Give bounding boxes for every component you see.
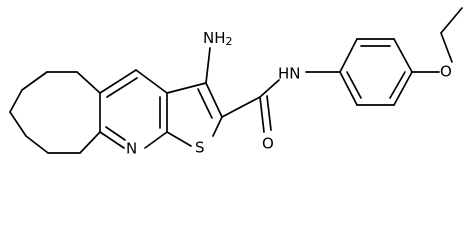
amide-nh-label: HN	[278, 65, 301, 83]
thiophene-ring	[166, 82, 223, 147]
ether-oxygen-label: O	[440, 63, 452, 81]
cyclooctane-ring	[9, 71, 101, 154]
amino-bond	[205, 47, 211, 84]
molecule-drawing: NH2 HN O O N S	[9, 7, 463, 158]
ethoxy-group	[411, 7, 463, 73]
pyridine-nitrogen-label: N	[126, 140, 137, 158]
thiophene-sulfur-label: S	[195, 139, 205, 157]
structure-diagram: NH2 HN O O N S	[9, 7, 463, 158]
carboxamide-group	[221, 79, 280, 133]
pyridine-ring	[99, 69, 168, 149]
phenyl-ring	[305, 38, 413, 106]
amino-label: NH2	[203, 29, 233, 49]
carbonyl-oxygen-label: O	[262, 135, 274, 153]
atom-labels: NH2 HN O O N S	[126, 29, 452, 158]
